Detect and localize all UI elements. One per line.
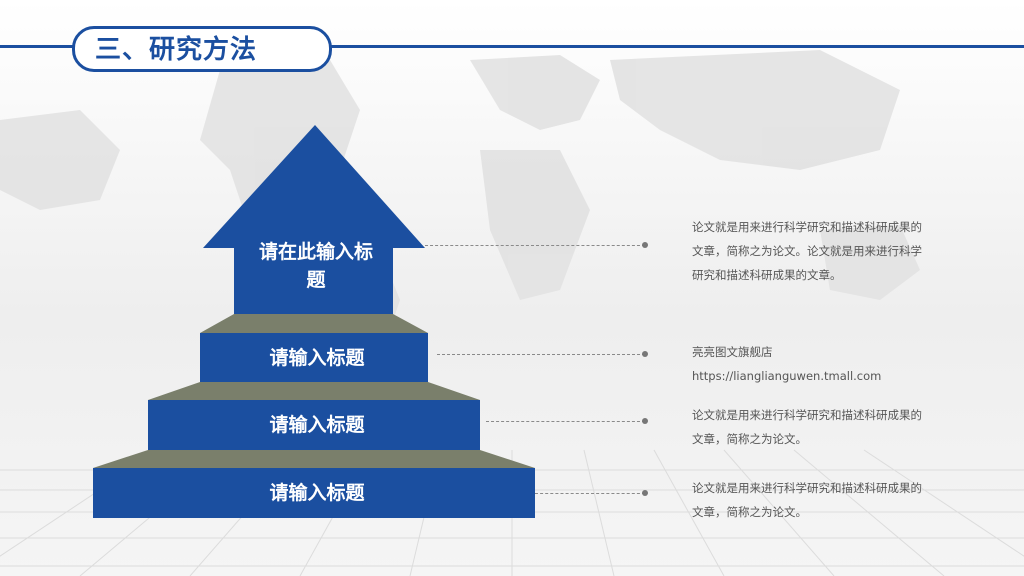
step-3-top-face [93,450,535,468]
step-1-top-face [200,314,428,333]
connector-dot-2 [642,351,648,357]
connector-dot-3 [642,418,648,424]
step-1-label: 请输入标题 [269,347,365,369]
title-rule [0,45,1024,48]
connector-dot-1 [642,242,648,248]
arrow-shape [203,125,425,314]
note-2: 亮亮图文旗舰店 https://lianglianguwen.tmall.com [692,340,928,388]
connector-line-3 [486,421,645,422]
note-3: 论文就是用来进行科学研究和描述科研成果的文章，简称之为论文。 [692,408,922,446]
slide-title: 三、研究方法 [95,35,258,65]
note-2-line-2: https://lianglianguwen.tmall.com [692,369,882,383]
connector-line-1 [425,245,645,246]
step-2-front [148,400,480,450]
note-1: 论文就是用来进行科学研究和描述科研成果的文章，简称之为论文。论文就是用来进行科学… [692,220,922,282]
arrow-label: 请在此输入标题 [258,241,373,291]
title-pill [72,26,332,72]
connector-dot-4 [642,490,648,496]
connector-line-4 [535,493,645,494]
step-2-label: 请输入标题 [269,414,365,436]
note-2-line-1: 亮亮图文旗舰店 [692,345,773,359]
connector-line-2 [437,354,645,355]
note-4: 论文就是用来进行科学研究和描述科研成果的文章，简称之为论文。 [692,481,922,519]
step-3-label: 请输入标题 [269,482,365,504]
step-2-top-face [148,382,480,400]
step-1-front [200,333,428,382]
step-3-front [93,468,535,518]
